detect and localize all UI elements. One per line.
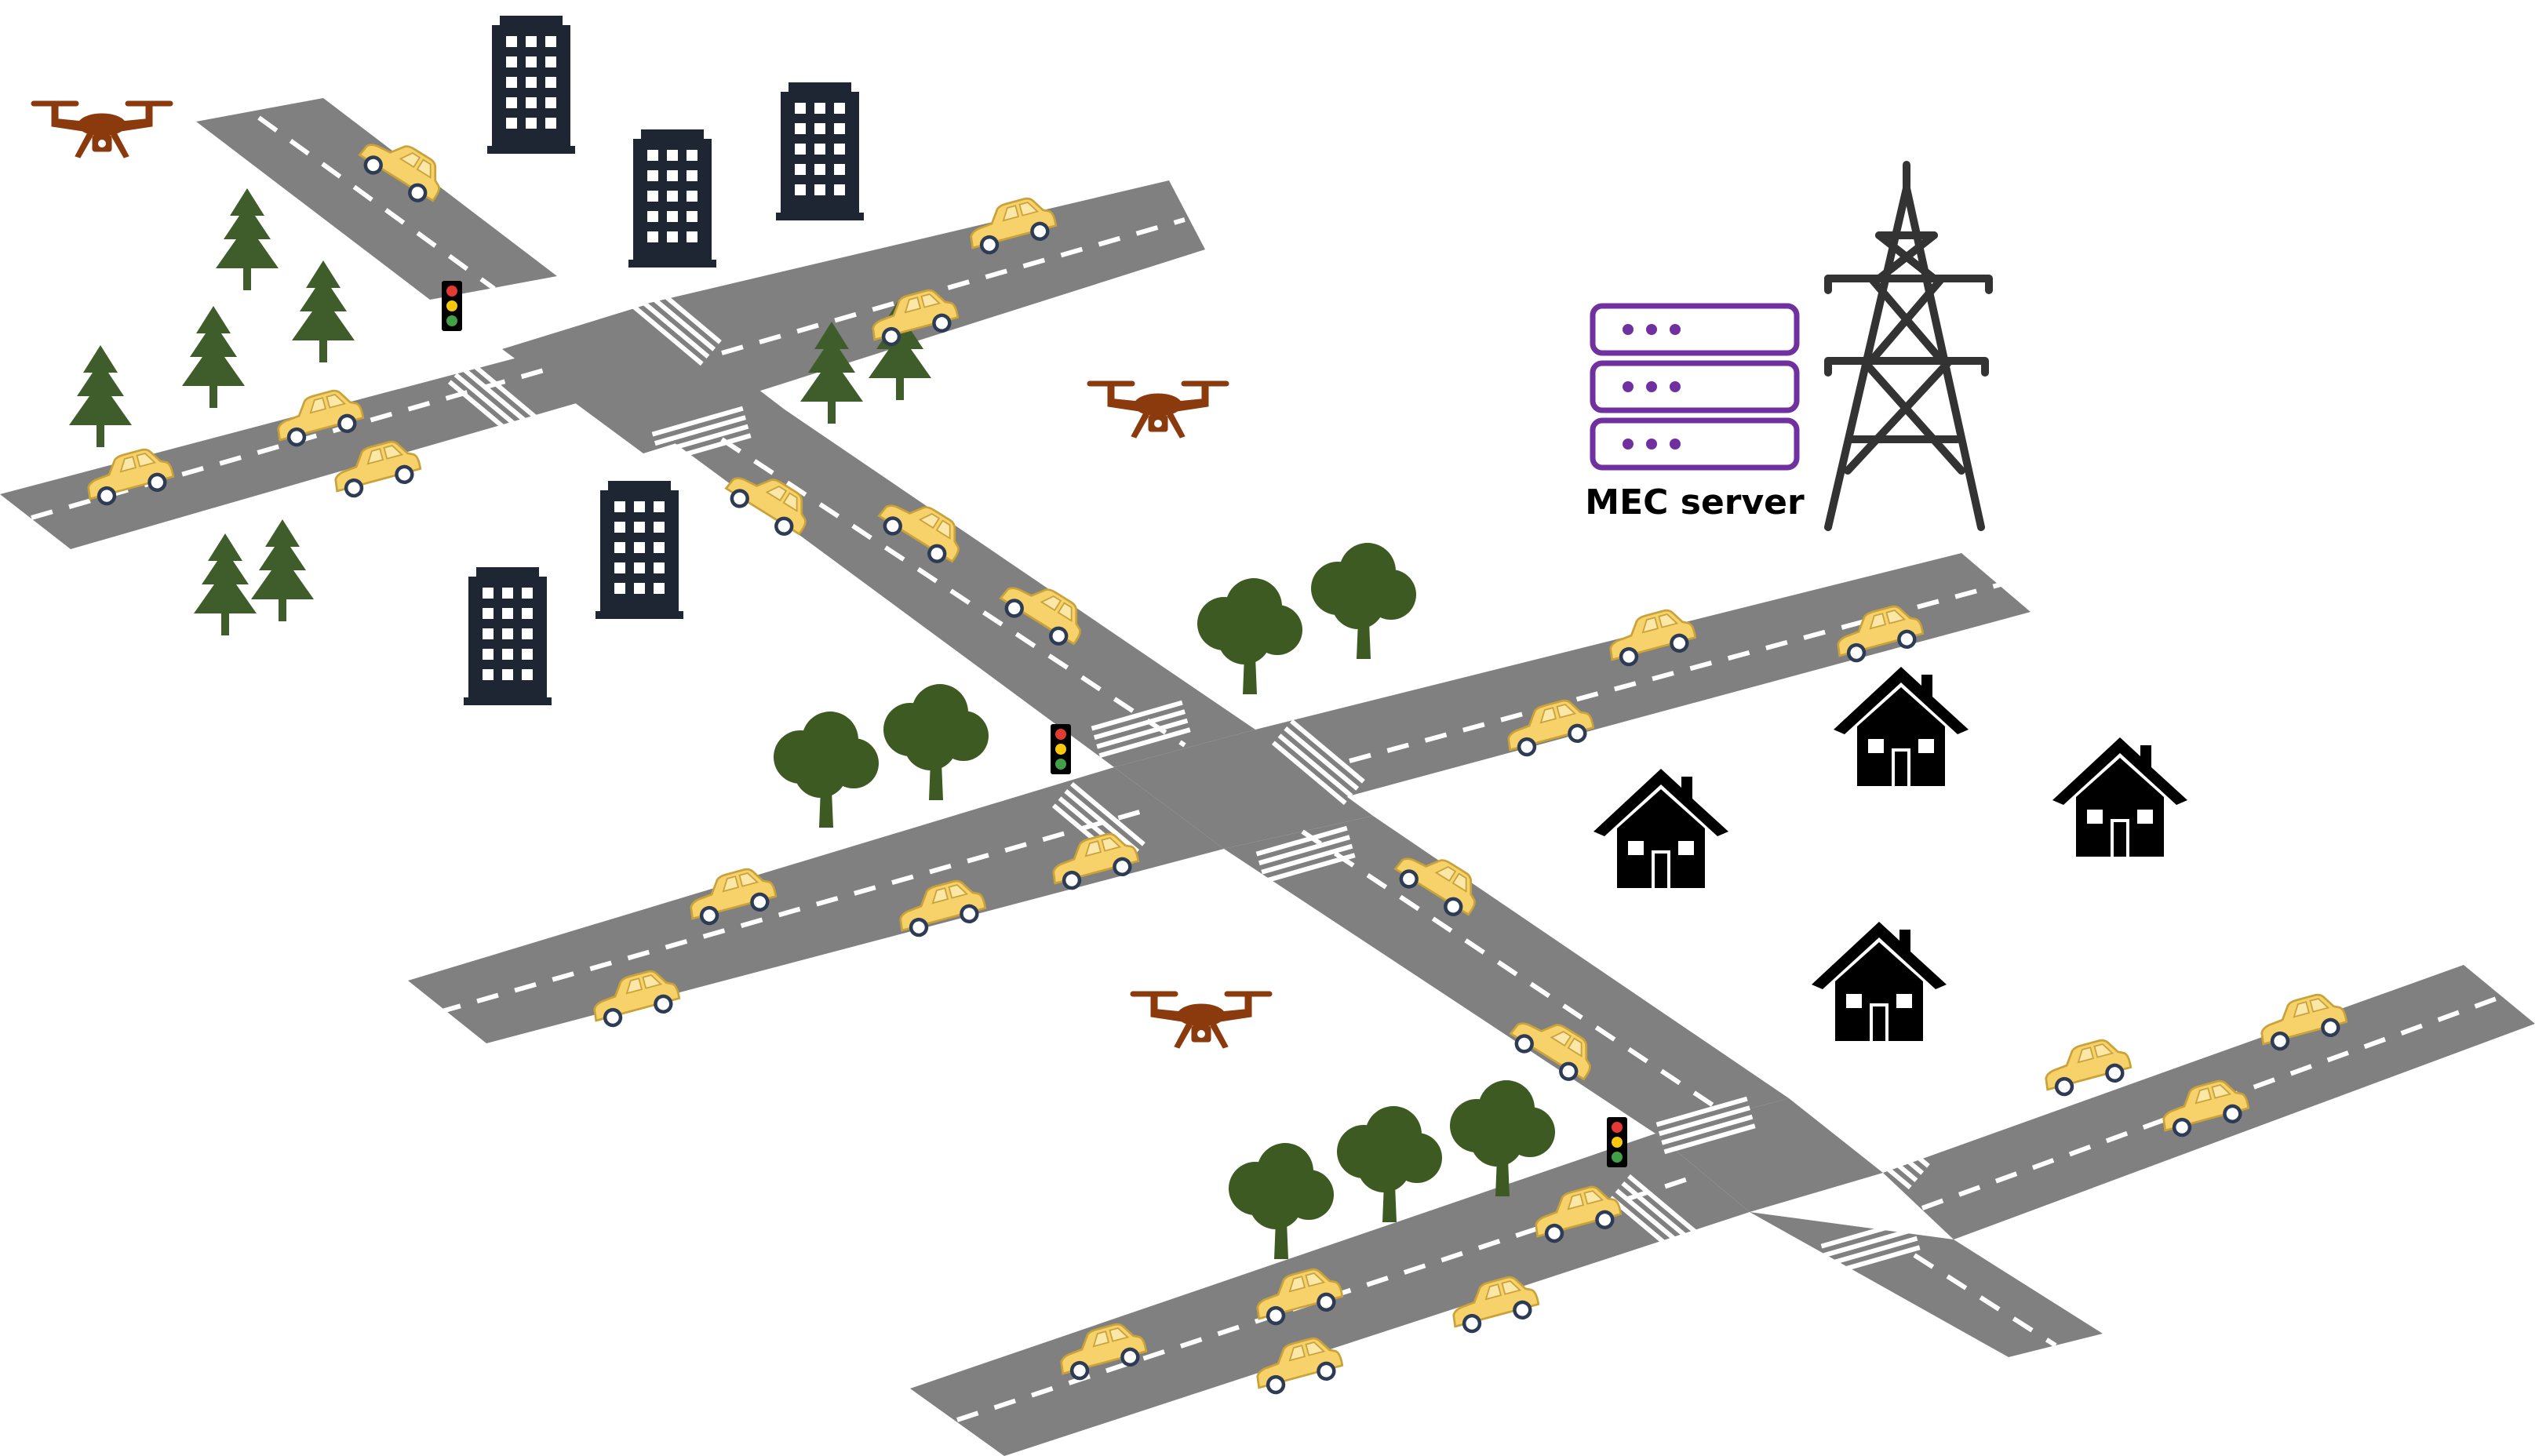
road-segment [659,410,1255,767]
tree-icon [1337,1106,1442,1222]
traffic-light-icon [442,281,462,331]
house-icon [1593,769,1728,888]
pine-tree-icon [182,306,245,408]
pine-tree-icon [251,519,314,621]
mec-server: MEC server [1585,303,1805,522]
house-icon [1812,922,1947,1041]
building-icon [628,129,716,268]
house-icon [2052,737,2187,857]
road-segment [196,98,557,300]
building-icon [487,16,575,154]
tree-icon [1311,543,1416,659]
traffic-light-icon [1051,724,1071,774]
road-segment [1114,730,1373,849]
transmission-tower-icon [1824,161,1993,531]
tree-icon [1229,1143,1334,1259]
pine-tree-icon [292,260,355,362]
pine-tree-icon [194,533,257,635]
pine-tree-icon [69,345,132,447]
server-icon [1590,303,1800,471]
building-icon [464,567,552,705]
tree-icon [774,712,879,828]
drone-icon [1087,380,1229,439]
mec-server-label: MEC server [1585,482,1805,522]
houses [1593,667,2187,1041]
road-segment [1750,1212,2103,1357]
traffic-light-icon [1607,1117,1627,1167]
server-indicator-lights [1623,324,1681,450]
road-segment [408,767,1224,1043]
building-icon [596,481,683,619]
pine-tree-icon [216,188,279,290]
tree-icon [883,684,989,800]
house-icon [1834,667,1969,786]
drone-icon [31,100,173,158]
drone-icon [1130,991,1273,1049]
building-icon [776,82,864,220]
road-segment [1255,553,2031,800]
road-segment [1224,816,1789,1134]
tree-icon [1197,578,1302,694]
